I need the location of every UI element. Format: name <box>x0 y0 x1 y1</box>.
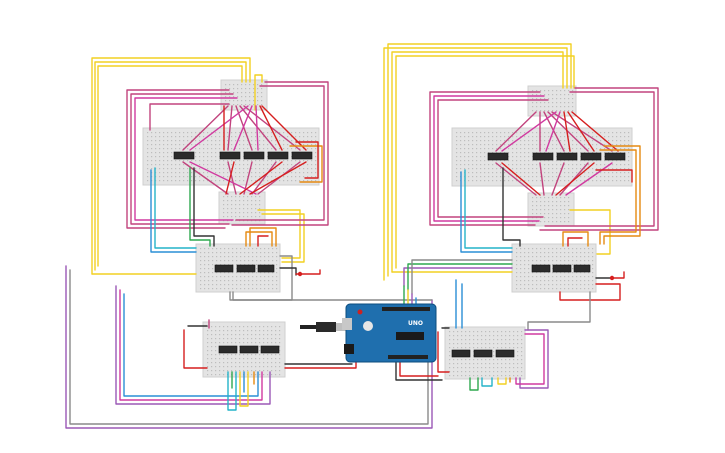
breadboard-holes <box>449 331 523 377</box>
arduino-digital-header <box>382 307 430 311</box>
ic-right-main-1[interactable] <box>487 152 509 161</box>
ic-right-driver-2[interactable] <box>552 264 572 273</box>
breadboard-holes <box>532 90 574 112</box>
ic-left-driver-2[interactable] <box>236 264 256 273</box>
ic-left-main-2[interactable] <box>219 151 241 160</box>
ic-right-main-2[interactable] <box>532 152 554 161</box>
breadboard-holes <box>223 196 261 222</box>
led-left[interactable] <box>297 271 303 277</box>
breadboard-holes <box>456 132 630 182</box>
left-module <box>65 57 433 429</box>
arduino-usb-port <box>342 318 352 330</box>
ic-right-driver-3[interactable] <box>573 264 591 273</box>
ic-left-lower-1[interactable] <box>218 345 238 354</box>
breadboard-left-top[interactable] <box>220 79 268 111</box>
right-module <box>383 43 659 391</box>
arduino-atmega-chip <box>396 332 424 340</box>
ic-right-main-4[interactable] <box>580 152 602 161</box>
arduino-reset-button[interactable] <box>357 309 363 315</box>
arduino-power-header <box>388 355 428 359</box>
usb-plug[interactable] <box>316 322 336 332</box>
ic-left-lower-3[interactable] <box>260 345 280 354</box>
ic-left-driver-1[interactable] <box>214 264 234 273</box>
ic-right-main-3[interactable] <box>556 152 578 161</box>
ic-left-main-3[interactable] <box>243 151 265 160</box>
breadboard-left-bottom[interactable] <box>218 191 266 225</box>
ic-right-driver-1[interactable] <box>531 264 551 273</box>
arduino-uno[interactable]: UNO <box>342 303 437 363</box>
ic-right-lower-1[interactable] <box>451 349 471 358</box>
ic-left-main-1[interactable] <box>173 151 195 160</box>
ic-left-driver-3[interactable] <box>257 264 275 273</box>
ic-left-lower-2[interactable] <box>239 345 259 354</box>
ic-left-main-4[interactable] <box>267 151 289 160</box>
led-right[interactable] <box>609 275 615 281</box>
arduino-section: UNO <box>232 285 443 381</box>
ic-left-main-5[interactable] <box>291 151 313 160</box>
usb-connector-tip <box>336 323 346 331</box>
ic-right-main-5[interactable] <box>604 152 626 161</box>
arduino-uno-label: UNO <box>408 320 423 327</box>
ic-right-lower-2[interactable] <box>473 349 493 358</box>
breadboard-holes <box>516 248 594 290</box>
ic-right-lower-3[interactable] <box>495 349 515 358</box>
arduino-power-jack <box>344 344 354 354</box>
breadboard-holes <box>225 84 263 106</box>
arduino-logo-icon <box>363 321 373 331</box>
